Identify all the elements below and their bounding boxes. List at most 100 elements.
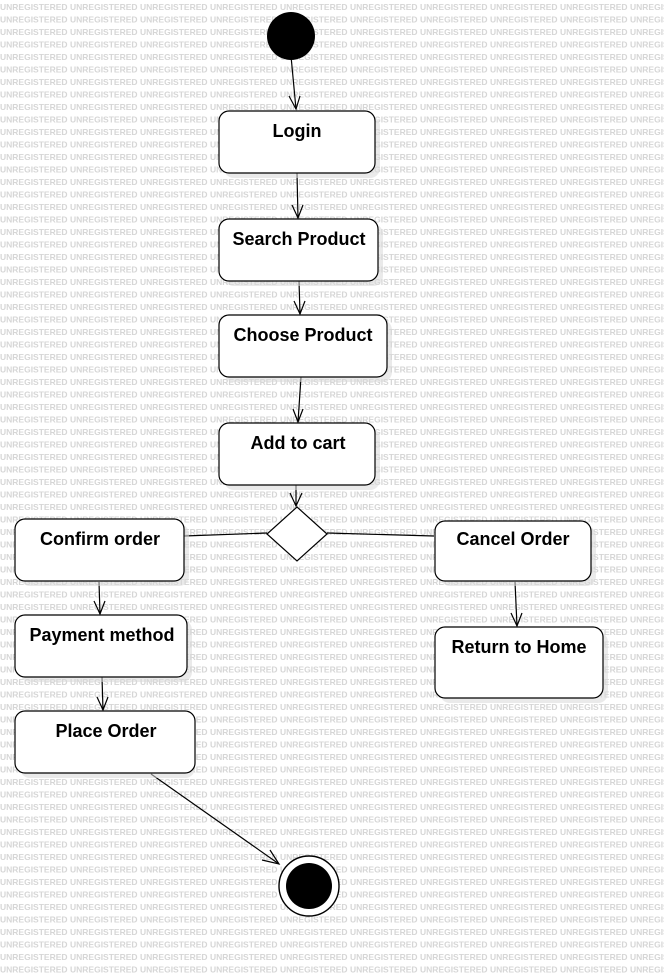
watermark-text: UNREGISTERED <box>420 927 488 937</box>
watermark-text: UNREGISTERED <box>210 890 278 900</box>
watermark-text: UNREGISTERED <box>140 952 208 962</box>
watermark-text: UNREGISTERED <box>280 965 348 975</box>
watermark-text: UNREGISTERED <box>350 590 418 600</box>
watermark-text: UNREGISTERED <box>560 802 628 812</box>
watermark-text: UNREGISTERED <box>210 202 278 212</box>
edge-decision-cancel <box>326 532 435 537</box>
watermark-text: UNREGISTERED <box>490 215 558 225</box>
watermark-text: UNREGISTERED <box>210 77 278 87</box>
watermark-text: UNREGISTERED <box>70 227 138 237</box>
watermark-text: UNREGISTERED <box>560 490 628 500</box>
watermark-text: UNREGISTERED <box>630 727 664 737</box>
watermark-text: UNREGISTERED <box>350 190 418 200</box>
watermark-text: UNREGISTERED <box>280 40 348 50</box>
watermark-text: UNREGISTERED <box>140 240 208 250</box>
watermark-text: UNREGISTERED <box>560 752 628 762</box>
watermark-text: UNREGISTERED <box>350 690 418 700</box>
watermark-text: UNREGISTERED <box>490 165 558 175</box>
watermark-text: UNREGISTERED <box>210 177 278 187</box>
watermark-text: UNREGISTERED <box>630 290 664 300</box>
watermark-text: UNREGISTERED <box>560 365 628 375</box>
watermark-text: UNREGISTERED <box>560 240 628 250</box>
watermark-text: UNREGISTERED <box>560 190 628 200</box>
watermark-text: UNREGISTERED <box>0 65 68 75</box>
watermark-text: UNREGISTERED <box>70 65 138 75</box>
watermark-text: UNREGISTERED <box>630 577 664 587</box>
node-cancel-order-label: Cancel Order <box>456 529 569 549</box>
watermark-text: UNREGISTERED <box>630 265 664 275</box>
watermark-text: UNREGISTERED <box>70 390 138 400</box>
watermark-text: UNREGISTERED <box>490 852 558 862</box>
watermark-text: UNREGISTERED <box>210 590 278 600</box>
watermark-text: UNREGISTERED <box>70 2 138 12</box>
watermark-text: UNREGISTERED <box>350 965 418 975</box>
watermark-text: UNREGISTERED <box>420 802 488 812</box>
watermark-text: UNREGISTERED <box>70 452 138 462</box>
watermark-text: UNREGISTERED <box>140 927 208 937</box>
watermark-text: UNREGISTERED <box>490 390 558 400</box>
watermark-text: UNREGISTERED <box>280 202 348 212</box>
watermark-text: UNREGISTERED <box>350 877 418 887</box>
watermark-text: UNREGISTERED <box>70 915 138 925</box>
watermark-text: UNREGISTERED <box>420 340 488 350</box>
watermark-text: UNREGISTERED <box>70 102 138 112</box>
watermark-text: UNREGISTERED <box>350 90 418 100</box>
watermark-text: UNREGISTERED <box>420 352 488 362</box>
watermark-text: UNREGISTERED <box>560 877 628 887</box>
watermark-text: UNREGISTERED <box>210 540 278 550</box>
watermark-text: UNREGISTERED <box>630 177 664 187</box>
watermark-text: UNREGISTERED <box>630 702 664 712</box>
edges <box>93 55 523 865</box>
watermark-text: UNREGISTERED <box>350 165 418 175</box>
watermark-text: UNREGISTERED <box>280 590 348 600</box>
watermark-text: UNREGISTERED <box>280 102 348 112</box>
watermark-text: UNREGISTERED <box>630 465 664 475</box>
edge-payment-place <box>101 676 104 711</box>
watermark-text: UNREGISTERED <box>420 365 488 375</box>
watermark-text: UNREGISTERED <box>210 940 278 950</box>
watermark-text: UNREGISTERED <box>630 327 664 337</box>
watermark-text: UNREGISTERED <box>140 452 208 462</box>
watermark-text: UNREGISTERED <box>0 152 68 162</box>
watermark-text: UNREGISTERED <box>420 702 488 712</box>
watermark-text: UNREGISTERED <box>560 252 628 262</box>
watermark-text: UNREGISTERED <box>0 690 68 700</box>
watermark-text: UNREGISTERED <box>630 452 664 462</box>
watermark-text: UNREGISTERED <box>280 502 348 512</box>
watermark-text: UNREGISTERED <box>280 740 348 750</box>
watermark-text: UNREGISTERED <box>140 327 208 337</box>
watermark-text: UNREGISTERED <box>140 190 208 200</box>
watermark-text: UNREGISTERED <box>350 115 418 125</box>
watermark-text: UNREGISTERED <box>420 415 488 425</box>
watermark-text: UNREGISTERED <box>210 965 278 975</box>
watermark-text: UNREGISTERED <box>350 952 418 962</box>
watermark-text: UNREGISTERED <box>630 65 664 75</box>
watermark-text: UNREGISTERED <box>490 140 558 150</box>
decision-node <box>266 506 328 562</box>
watermark-text: UNREGISTERED <box>490 265 558 275</box>
watermark-text: UNREGISTERED <box>630 640 664 650</box>
watermark-text: UNREGISTERED <box>0 802 68 812</box>
watermark-text: UNREGISTERED <box>560 227 628 237</box>
watermark-text: UNREGISTERED <box>350 52 418 62</box>
watermark-text: UNREGISTERED <box>140 502 208 512</box>
watermark-text: UNREGISTERED <box>420 390 488 400</box>
watermark-text: UNREGISTERED <box>0 240 68 250</box>
watermark-text: UNREGISTERED <box>210 865 278 875</box>
edge-place-end <box>150 773 280 865</box>
watermark-text: UNREGISTERED <box>490 152 558 162</box>
watermark-text: UNREGISTERED <box>630 902 664 912</box>
watermark-text: UNREGISTERED <box>560 52 628 62</box>
arrowhead-place <box>96 696 109 712</box>
watermark-text: UNREGISTERED <box>140 315 208 325</box>
watermark-text: UNREGISTERED <box>210 577 278 587</box>
watermark-text: UNREGISTERED <box>350 915 418 925</box>
watermark-text: UNREGISTERED <box>560 65 628 75</box>
watermark-text: UNREGISTERED <box>420 15 488 25</box>
watermark-text: UNREGISTERED <box>350 402 418 412</box>
watermark-text: UNREGISTERED <box>560 765 628 775</box>
watermark-text: UNREGISTERED <box>420 440 488 450</box>
watermark-text: UNREGISTERED <box>0 2 68 12</box>
node-confirm-order-label: Confirm order <box>40 529 160 549</box>
watermark-text: UNREGISTERED <box>210 90 278 100</box>
